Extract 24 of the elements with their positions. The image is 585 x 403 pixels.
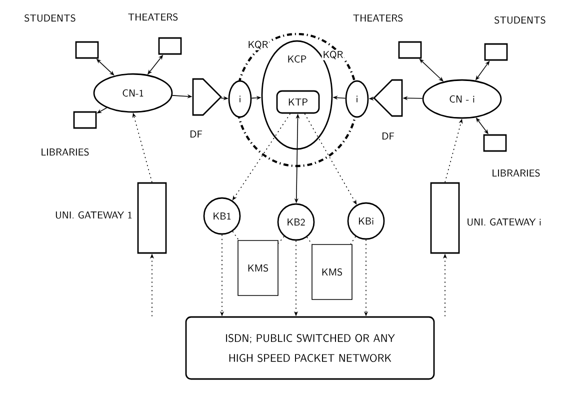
terminal-box: STUDENTS: [24, 14, 99, 59]
node-label: DF: [382, 132, 394, 140]
server-box: KMS: [312, 244, 352, 300]
terminal-box: THEATERS: [128, 13, 182, 55]
terminal-box: LIBRARIES: [42, 111, 97, 156]
terminal-box: THEATERS: [353, 14, 422, 59]
ring-label: KQR: [246, 40, 270, 50]
node-label: STUDENTS: [494, 16, 546, 24]
node-label: STUDENTS: [24, 14, 76, 22]
node-label: UNI. GATEWAY i: [468, 218, 541, 226]
node-label: THEATERS: [353, 14, 403, 22]
node-label: THEATERS: [128, 13, 178, 21]
server-box: KMS: [238, 240, 278, 296]
network-box: ISDN; PUBLIC SWITCHED OR ANY HIGH SPEED PACKET NETWORK: [185, 316, 435, 380]
process-box: KTP: [276, 90, 320, 114]
ring-label: KQR: [322, 50, 344, 60]
terminal-box: LIBRARIES: [483, 134, 540, 177]
node-label: LIBRARIES: [42, 148, 89, 156]
node-label: UNI. GATEWAY 1: [56, 211, 132, 219]
node-label: LIBRARIES: [492, 169, 540, 177]
gateway-box: UNI. GATEWAY i: [430, 182, 541, 254]
node-label: DF: [190, 130, 202, 138]
terminal-box: STUDENTS: [484, 16, 546, 61]
gateway-box: UNI. GATEWAY 1: [56, 182, 167, 254]
